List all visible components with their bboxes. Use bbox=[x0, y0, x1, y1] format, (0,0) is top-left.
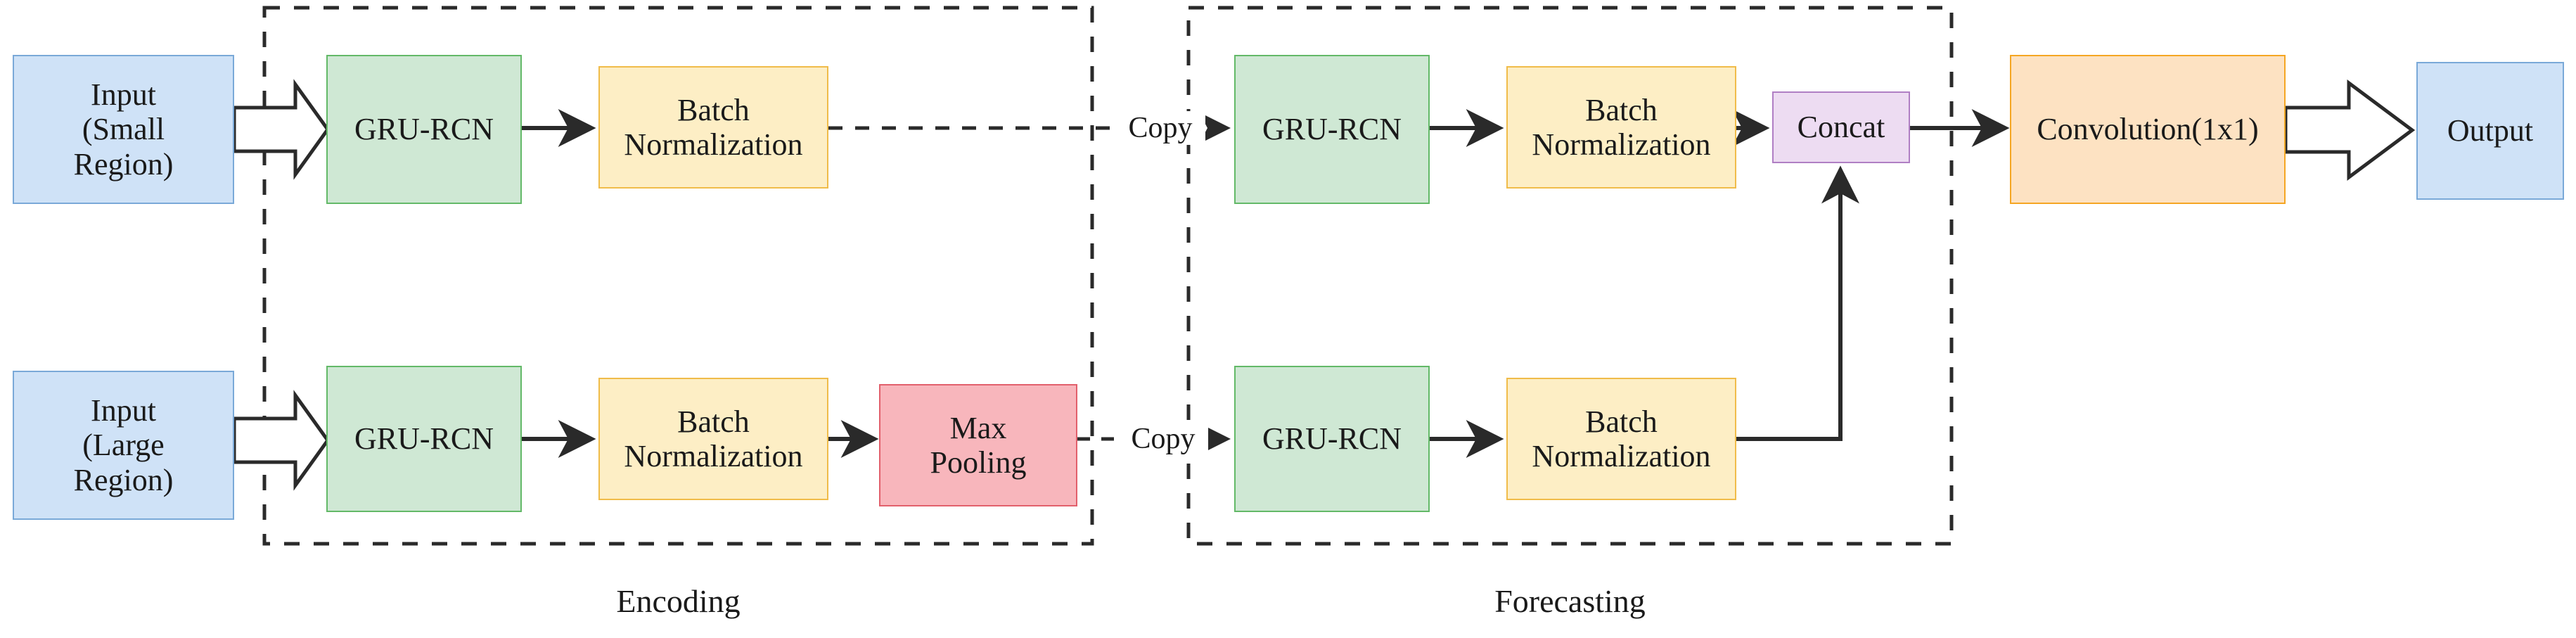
group-label-encoding: Encoding bbox=[616, 583, 741, 619]
node-encoding-gru-rcn-bottom[interactable]: GRU-RCN bbox=[326, 366, 522, 512]
edge-input-small-to-enc-gru-top bbox=[232, 79, 331, 180]
node-encoding-batch-norm-bottom[interactable]: Batch Normalization bbox=[598, 378, 828, 500]
node-forecasting-gru-rcn-top[interactable]: GRU-RCN bbox=[1234, 55, 1430, 204]
node-max-pooling[interactable]: Max Pooling bbox=[879, 384, 1077, 506]
node-convolution[interactable]: Convolution(1x1) bbox=[2010, 55, 2286, 204]
node-concat-label: Concat bbox=[1797, 110, 1885, 145]
node-convolution-label: Convolution(1x1) bbox=[2037, 112, 2259, 147]
edge-fc-bn-bot-to-concat bbox=[1736, 165, 1859, 441]
group-boundary-encoding bbox=[262, 6, 1094, 546]
node-input-large-label: Input (Large Region) bbox=[73, 393, 174, 497]
edge-label-copy-bottom: Copy bbox=[1118, 422, 1208, 456]
edge-input-large-to-enc-gru-bot bbox=[232, 390, 331, 491]
node-output-label: Output bbox=[2447, 113, 2534, 148]
node-input-large[interactable]: Input (Large Region) bbox=[13, 371, 234, 520]
node-forecasting-batch-norm-bottom-label: Batch Normalization bbox=[1532, 404, 1711, 473]
node-forecasting-batch-norm-bottom[interactable]: Batch Normalization bbox=[1506, 378, 1736, 500]
node-forecasting-gru-rcn-bottom[interactable]: GRU-RCN bbox=[1234, 366, 1430, 512]
edge-label-copy-top: Copy bbox=[1115, 111, 1205, 145]
node-forecasting-batch-norm-top-label: Batch Normalization bbox=[1532, 92, 1711, 162]
node-encoding-batch-norm-bottom-label: Batch Normalization bbox=[624, 404, 803, 473]
node-encoding-gru-rcn-top-label: GRU-RCN bbox=[354, 112, 494, 147]
node-input-small-label: Input (Small Region) bbox=[73, 77, 174, 181]
node-concat[interactable]: Concat bbox=[1772, 91, 1910, 163]
node-encoding-gru-rcn-top[interactable]: GRU-RCN bbox=[326, 55, 522, 204]
edge-convolution-to-output bbox=[2283, 79, 2416, 181]
node-max-pooling-label: Max Pooling bbox=[930, 410, 1027, 480]
node-forecasting-gru-rcn-top-label: GRU-RCN bbox=[1262, 112, 1402, 147]
node-forecasting-batch-norm-top[interactable]: Batch Normalization bbox=[1506, 66, 1736, 189]
group-label-forecasting: Forecasting bbox=[1494, 583, 1646, 619]
node-encoding-gru-rcn-bottom-label: GRU-RCN bbox=[354, 421, 494, 457]
node-forecasting-gru-rcn-bottom-label: GRU-RCN bbox=[1262, 421, 1402, 457]
node-output[interactable]: Output bbox=[2416, 62, 2564, 200]
node-encoding-batch-norm-top-label: Batch Normalization bbox=[624, 92, 803, 162]
node-encoding-batch-norm-top[interactable]: Batch Normalization bbox=[598, 66, 828, 189]
node-input-small[interactable]: Input (Small Region) bbox=[13, 55, 234, 204]
